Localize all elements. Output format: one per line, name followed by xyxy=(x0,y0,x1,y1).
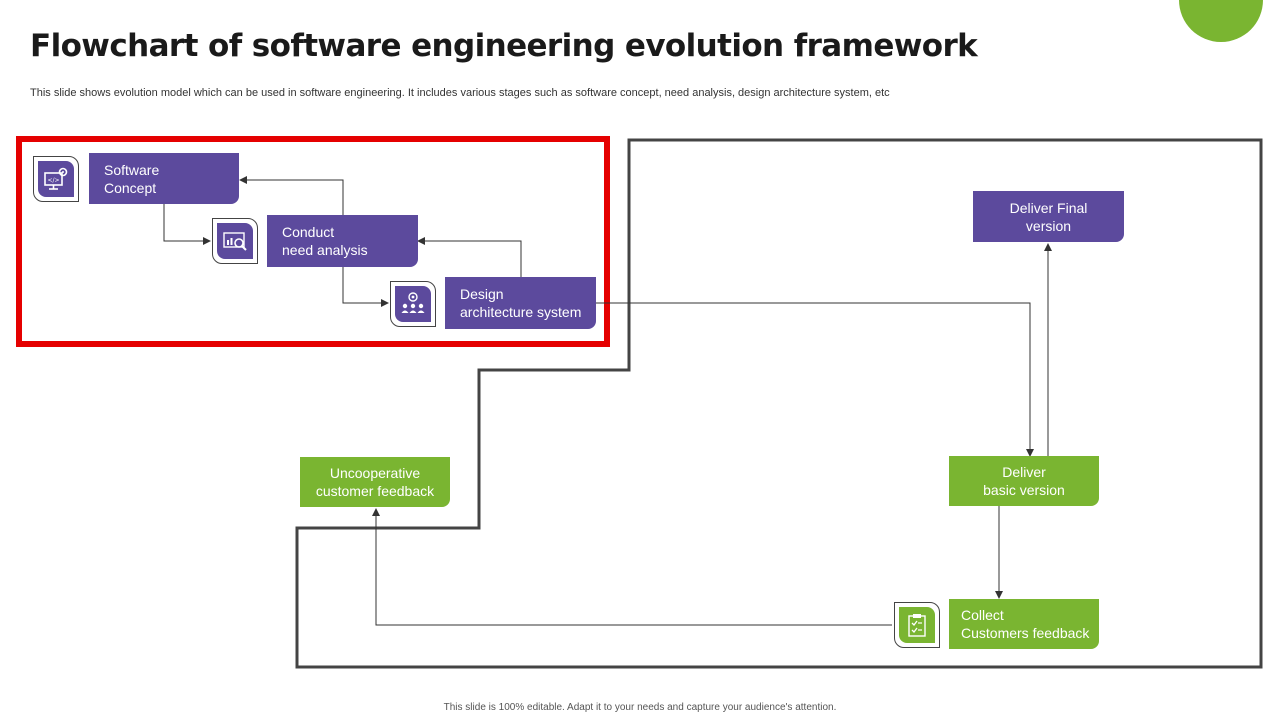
node-deliver-basic-version: Deliver basic version xyxy=(949,456,1099,506)
clipboard-checklist-icon xyxy=(899,607,935,643)
highlight-frame xyxy=(16,136,610,347)
node-uncooperative-customer-feedback-label: Uncooperative customer feedback xyxy=(315,465,435,499)
node-deliver-final-version: Deliver Final version xyxy=(973,191,1124,242)
connector-analysis-to-design xyxy=(342,267,389,307)
stage-outline xyxy=(295,138,1263,669)
connector-collect-to-uncooperative xyxy=(372,508,892,626)
connector-design-to-analysis xyxy=(417,237,522,277)
design-architecture-tile xyxy=(390,281,436,327)
node-deliver-final-version-label: Deliver Final version xyxy=(1009,199,1088,234)
team-target-icon xyxy=(395,286,431,322)
software-concept-tile: </> xyxy=(33,156,79,202)
need-analysis-tile xyxy=(212,218,258,264)
page-title: Flowchart of software engineering evolut… xyxy=(30,28,978,64)
node-software-concept: Software Concept xyxy=(89,153,239,204)
footer-note: This slide is 100% editable. Adapt it to… xyxy=(443,702,837,713)
node-conduct-need-analysis: Conduct need analysis xyxy=(267,215,418,267)
node-conduct-need-analysis-label: Conduct need analysis xyxy=(282,224,368,258)
node-design-architecture-system: Design architecture system xyxy=(445,277,596,329)
monitor-gear-icon: </> xyxy=(38,161,74,197)
chart-magnifier-icon xyxy=(217,223,253,259)
node-software-concept-label: Software Concept xyxy=(104,161,160,196)
node-uncooperative-customer-feedback: Uncooperative customer feedback xyxy=(300,457,450,507)
collect-feedback-tile xyxy=(894,602,940,648)
node-deliver-basic-version-label: Deliver basic version xyxy=(983,464,1065,498)
connector-concept-to-analysis xyxy=(163,204,211,245)
connector-analysis-to-concept xyxy=(239,176,344,215)
node-design-architecture-system-label: Design architecture system xyxy=(460,286,582,320)
connector-design-to-basic xyxy=(596,302,1034,457)
node-collect-customers-feedback: Collect Customers feedback xyxy=(949,599,1099,649)
svg-text:</>: </> xyxy=(47,177,59,184)
node-collect-customers-feedback-label: Collect Customers feedback xyxy=(961,607,1090,641)
page-subtitle: This slide shows evolution model which c… xyxy=(30,87,890,99)
